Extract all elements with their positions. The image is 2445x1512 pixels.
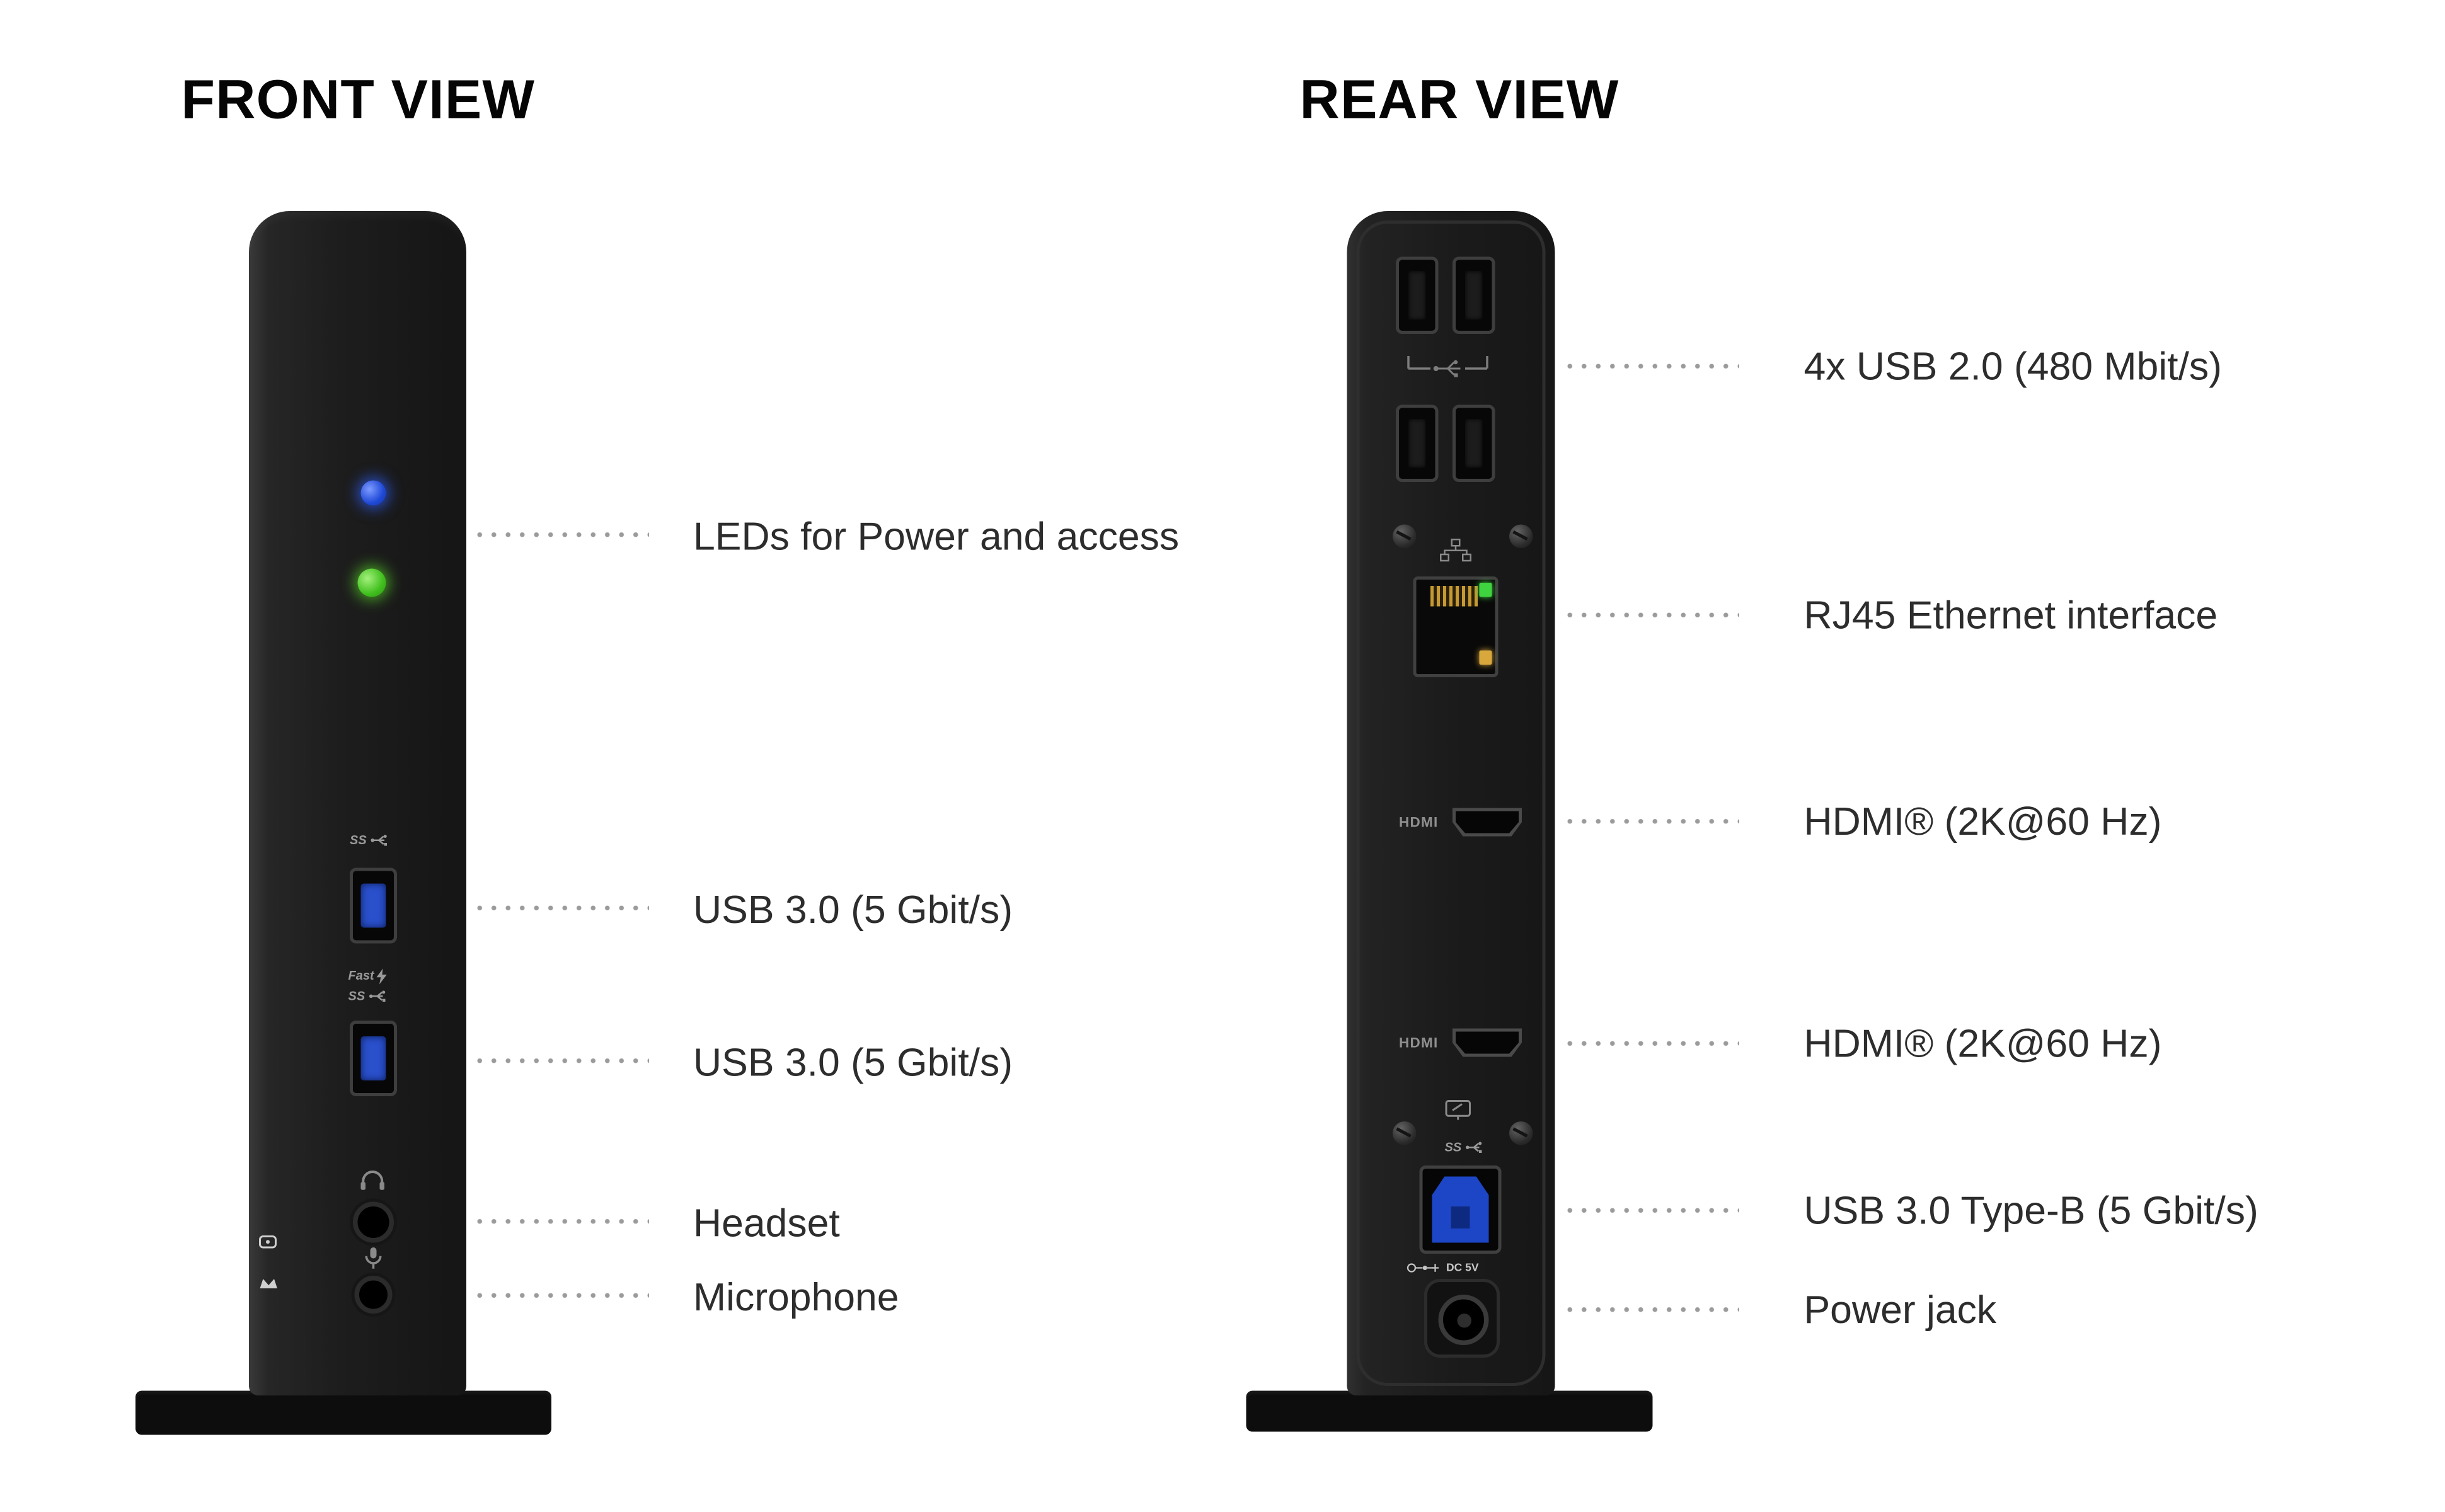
power-jack-pin xyxy=(1456,1312,1471,1327)
screw-icon xyxy=(1393,1121,1417,1145)
leader-line xyxy=(473,1219,649,1224)
front-usb3-port-1 xyxy=(350,868,397,944)
front-view-heading: FRONT VIEW xyxy=(181,69,536,131)
usb2-port-3 xyxy=(1396,404,1439,482)
side-crown-icon xyxy=(258,1276,279,1290)
usb-trident-icon xyxy=(370,835,387,846)
leader-line xyxy=(1563,1041,1739,1046)
leader-line xyxy=(473,1293,649,1298)
superspeed-label: SS xyxy=(1444,1139,1462,1154)
rj45-led-green xyxy=(1479,583,1492,597)
leader-line xyxy=(1563,1208,1739,1213)
hdmi-port-1 xyxy=(1453,808,1522,837)
usb2-port-2 xyxy=(1453,256,1495,334)
superspeed-usb-marking-2: SS xyxy=(348,989,389,1004)
label-leds: LEDs for Power and access xyxy=(693,515,1180,559)
screw-icon xyxy=(1509,524,1533,548)
front-usb3-port-2 xyxy=(350,1021,397,1096)
dc-power-label: DC 5V xyxy=(1446,1262,1479,1274)
screw-icon xyxy=(1509,1121,1533,1145)
label-usb3-1: USB 3.0 (5 Gbit/s) xyxy=(693,888,1013,932)
label-usb-typeb: USB 3.0 Type-B (5 Gbit/s) xyxy=(1804,1189,2258,1234)
dc-power-marking: DC 5V xyxy=(1407,1262,1479,1274)
usb2-tongue xyxy=(1408,419,1426,468)
hdmi-port-inner xyxy=(1456,811,1519,833)
usb3-typeb-tongue xyxy=(1432,1176,1489,1243)
label-hdmi-2: HDMI® (2K@60 Hz) xyxy=(1804,1022,2162,1067)
label-rj45: RJ45 Ethernet interface xyxy=(1804,593,2218,638)
rear-device-base xyxy=(1246,1390,1653,1432)
usb2-port-4 xyxy=(1453,404,1495,482)
polarity-icon xyxy=(1407,1263,1439,1273)
label-usb3-2: USB 3.0 (5 Gbit/s) xyxy=(693,1041,1013,1085)
usb-group-trident-icon xyxy=(1404,356,1492,387)
rj45-pins xyxy=(1430,586,1478,607)
microphone-jack xyxy=(354,1276,393,1314)
rear-device: HDMI HDMI SS xyxy=(1347,211,1555,1395)
headset-jack xyxy=(353,1201,394,1243)
superspeed-usb-marking-rear: SS xyxy=(1445,1140,1485,1155)
side-connector-icon xyxy=(258,1235,277,1251)
superspeed-label: SS xyxy=(348,988,365,1003)
usb2-tongue xyxy=(1408,271,1426,320)
usb-trident-icon xyxy=(1465,1142,1481,1153)
label-usb2: 4x USB 2.0 (480 Mbit/s) xyxy=(1804,345,2222,389)
front-device-base xyxy=(135,1390,551,1435)
usb3-typeb-core xyxy=(1451,1206,1470,1228)
fast-charge-label: Fast xyxy=(348,968,374,983)
label-headset: Headset xyxy=(693,1201,840,1246)
superspeed-usb-marking: SS xyxy=(350,833,390,848)
leader-line xyxy=(473,532,649,537)
power-led xyxy=(360,480,386,506)
front-device: SS Fast SS xyxy=(249,211,466,1395)
label-power-jack: Power jack xyxy=(1804,1288,1997,1332)
ethernet-icon xyxy=(1440,539,1471,563)
screw-icon xyxy=(1393,524,1417,548)
hdmi-port-inner xyxy=(1456,1031,1519,1054)
label-microphone: Microphone xyxy=(693,1276,899,1320)
leader-line xyxy=(473,905,649,910)
usb2-tongue xyxy=(1465,419,1483,468)
microphone-icon xyxy=(364,1247,383,1271)
display-icon xyxy=(1445,1099,1473,1121)
rj45-led-amber xyxy=(1479,650,1492,665)
usb3-tongue xyxy=(360,1036,386,1080)
leader-line xyxy=(1563,364,1739,369)
lightning-icon xyxy=(377,968,388,985)
fast-charge-marking: Fast xyxy=(348,968,389,985)
label-hdmi-1: HDMI® (2K@60 Hz) xyxy=(1804,800,2162,844)
headset-icon xyxy=(359,1169,386,1191)
usb2-tongue xyxy=(1465,271,1483,320)
rj45-port xyxy=(1413,576,1499,677)
usb2-port-1 xyxy=(1396,256,1439,334)
usb3-tongue xyxy=(360,883,386,928)
superspeed-label: SS xyxy=(350,832,367,847)
access-led xyxy=(357,568,386,597)
leader-line xyxy=(1563,612,1739,617)
power-jack xyxy=(1438,1295,1489,1345)
leader-line xyxy=(1563,1307,1739,1312)
usb3-typeb-port xyxy=(1419,1166,1502,1254)
leader-line xyxy=(1563,819,1739,824)
leader-line xyxy=(473,1058,649,1063)
rear-view-heading: REAR VIEW xyxy=(1299,69,1619,131)
hdmi-port-label-1: HDMI xyxy=(1399,814,1439,830)
hdmi-port-2 xyxy=(1453,1028,1522,1057)
usb-trident-icon xyxy=(369,990,385,1002)
hdmi-port-label-2: HDMI xyxy=(1399,1034,1439,1051)
